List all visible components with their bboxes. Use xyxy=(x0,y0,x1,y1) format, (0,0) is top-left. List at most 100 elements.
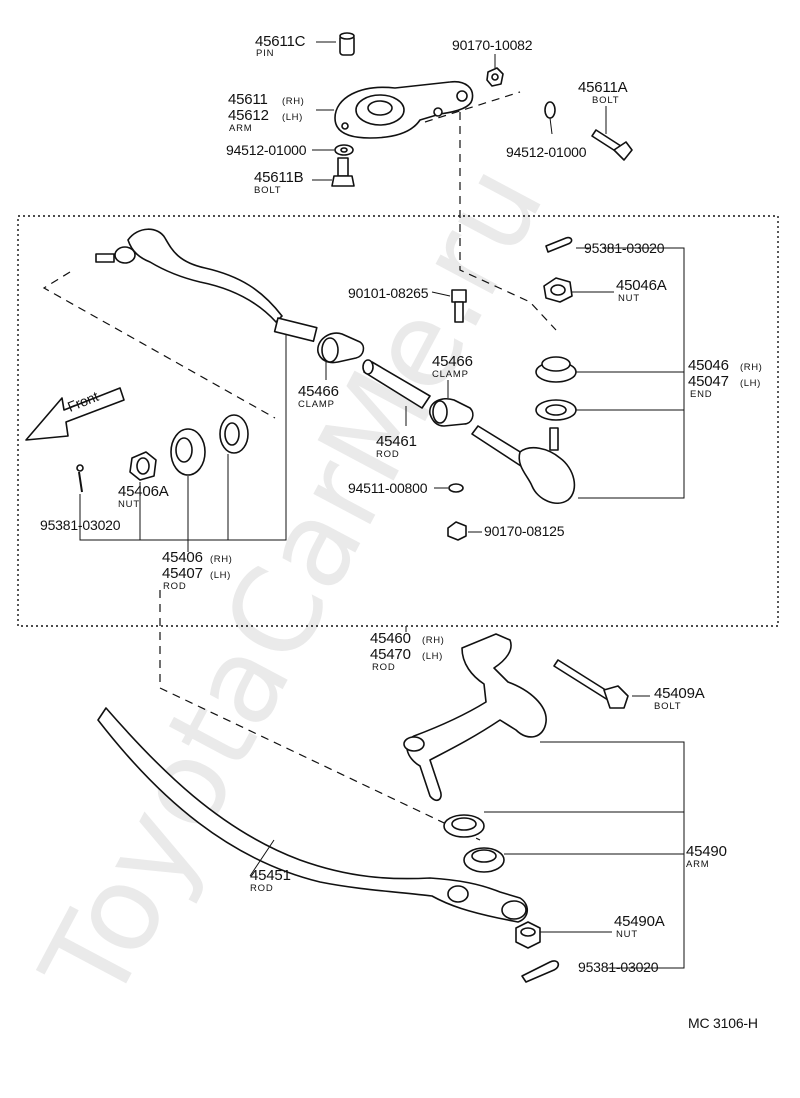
label-90101: 90101-08265 xyxy=(348,285,429,301)
svg-text:45466: 45466 xyxy=(298,383,339,400)
label-45046a: 45046A NUT xyxy=(616,277,667,304)
washer-94511-drawing xyxy=(448,483,464,493)
bolt-45409a-drawing xyxy=(553,659,629,709)
boot-45490-lower-drawing xyxy=(463,847,505,873)
svg-text:BOLT: BOLT xyxy=(654,701,681,712)
label-45466-right: 45466 CLAMP xyxy=(432,353,473,380)
label-45611b: 45611B BOLT xyxy=(254,169,304,196)
bolt-45611b-drawing xyxy=(331,157,355,187)
svg-text:45461: 45461 xyxy=(376,433,417,450)
arm-45490-drawing xyxy=(403,633,547,802)
label-45046-end: 45046 (RH) 45047 (LH) END xyxy=(688,357,762,400)
pin-45611c-drawing xyxy=(339,32,355,56)
label-95381-bottom: 95381-03020 xyxy=(578,959,659,975)
svg-text:PIN: PIN xyxy=(256,48,274,59)
svg-text:45490A: 45490A xyxy=(614,913,665,930)
svg-text:90170-10082: 90170-10082 xyxy=(452,37,533,53)
svg-text:45047: 45047 xyxy=(688,373,729,390)
svg-text:45406A: 45406A xyxy=(118,483,169,500)
leader-lines xyxy=(79,41,685,969)
svg-text:BOLT: BOLT xyxy=(592,95,619,106)
label-95381-top: 95381-03020 xyxy=(584,240,665,256)
cotter-pin-left-drawing xyxy=(76,464,84,493)
svg-text:45409A: 45409A xyxy=(654,685,705,702)
clamp-45466-left-drawing xyxy=(317,332,365,364)
boot-45406-drawing xyxy=(170,428,206,476)
nut-45046a-drawing xyxy=(543,277,573,303)
svg-text:45490: 45490 xyxy=(686,843,727,860)
svg-text:(LH): (LH) xyxy=(210,570,231,581)
svg-text:END: END xyxy=(690,389,712,400)
svg-text:ARM: ARM xyxy=(686,859,710,870)
seal-45490-upper-drawing xyxy=(443,814,485,838)
label-45490a: 45490A NUT xyxy=(614,913,665,940)
svg-text:(RH): (RH) xyxy=(210,554,232,565)
svg-text:45451: 45451 xyxy=(250,867,291,884)
diagram-code: MC 3106-H xyxy=(688,1015,758,1031)
nut-45406a-drawing xyxy=(129,451,157,481)
svg-text:45612: 45612 xyxy=(228,107,269,124)
svg-text:95381-03020: 95381-03020 xyxy=(578,959,659,975)
label-45490-arm: 45490 ARM xyxy=(686,843,727,870)
label-94511: 94511-00800 xyxy=(348,480,428,496)
label-45611a: 45611A BOLT xyxy=(578,79,628,106)
svg-text:(RH): (RH) xyxy=(740,362,762,373)
assembly-guide-lines xyxy=(42,91,557,841)
svg-text:(LH): (LH) xyxy=(422,651,443,662)
washer-94512-left-drawing xyxy=(334,144,354,156)
svg-text:94512-01000: 94512-01000 xyxy=(506,144,587,160)
svg-text:45611A: 45611A xyxy=(578,79,628,96)
svg-text:45406: 45406 xyxy=(162,549,203,566)
svg-text:CLAMP: CLAMP xyxy=(298,399,335,410)
svg-text:94512-01000: 94512-01000 xyxy=(226,142,307,158)
svg-text:45046A: 45046A xyxy=(616,277,667,294)
nut-90170-10082-drawing xyxy=(486,67,504,87)
label-90170-08125: 90170-08125 xyxy=(484,523,565,539)
svg-text:ROD: ROD xyxy=(250,883,274,894)
bolt-45611a-drawing xyxy=(591,129,633,161)
boot-45046-drawing xyxy=(535,356,577,383)
label-94512-right: 94512-01000 xyxy=(506,144,587,160)
label-45611c: 45611C PIN xyxy=(255,33,306,59)
label-45409a: 45409A BOLT xyxy=(654,685,705,712)
svg-text:(LH): (LH) xyxy=(282,112,303,123)
svg-text:95381-03020: 95381-03020 xyxy=(40,517,121,533)
label-45406-rod: 45406 (RH) 45407 (LH) ROD xyxy=(162,549,232,592)
tie-rod-assembly-frame xyxy=(17,215,779,627)
svg-text:BOLT: BOLT xyxy=(254,185,281,196)
svg-text:ROD: ROD xyxy=(376,449,400,460)
svg-text:45470: 45470 xyxy=(370,646,411,663)
svg-text:CLAMP: CLAMP xyxy=(432,369,469,380)
label-45611-arm: 45611 (RH) 45612 (LH) ARM xyxy=(228,91,304,134)
svg-text:45460: 45460 xyxy=(370,630,411,647)
svg-text:ARM: ARM xyxy=(229,123,253,134)
washer-94512-right-drawing xyxy=(544,101,556,119)
clamp-45466-right-drawing xyxy=(429,398,474,427)
svg-text:90101-08265: 90101-08265 xyxy=(348,285,429,301)
label-45460-rod: 45460 (RH) 45470 (LH) ROD xyxy=(370,630,444,673)
svg-text:ROD: ROD xyxy=(372,662,396,673)
end-45046-drawing xyxy=(471,425,576,504)
svg-text:45466: 45466 xyxy=(432,353,473,370)
seal-45406-drawing xyxy=(219,414,249,454)
front-arrow: Front xyxy=(25,387,125,441)
svg-text:90170-08125: 90170-08125 xyxy=(484,523,565,539)
svg-text:45611C: 45611C xyxy=(255,33,306,50)
svg-text:45046: 45046 xyxy=(688,357,729,374)
label-45466-left: 45466 CLAMP xyxy=(298,383,339,410)
svg-text:NUT: NUT xyxy=(616,929,638,940)
cotter-pin-bottom-drawing xyxy=(521,960,560,983)
rod-45451-drawing xyxy=(97,707,529,923)
arm-45611-drawing xyxy=(334,80,474,139)
seal-45046-drawing xyxy=(535,399,577,421)
svg-text:45407: 45407 xyxy=(162,565,203,582)
svg-text:NUT: NUT xyxy=(118,499,140,510)
cotter-pin-top-drawing xyxy=(545,236,573,253)
svg-text:94511-00800: 94511-00800 xyxy=(348,480,428,496)
nut-90170-08125-drawing xyxy=(447,521,467,541)
label-90170-10082: 90170-10082 xyxy=(452,37,533,53)
svg-text:(RH): (RH) xyxy=(282,96,304,107)
rod-45461-drawing xyxy=(362,359,431,409)
label-45406a: 45406A NUT xyxy=(118,483,169,510)
